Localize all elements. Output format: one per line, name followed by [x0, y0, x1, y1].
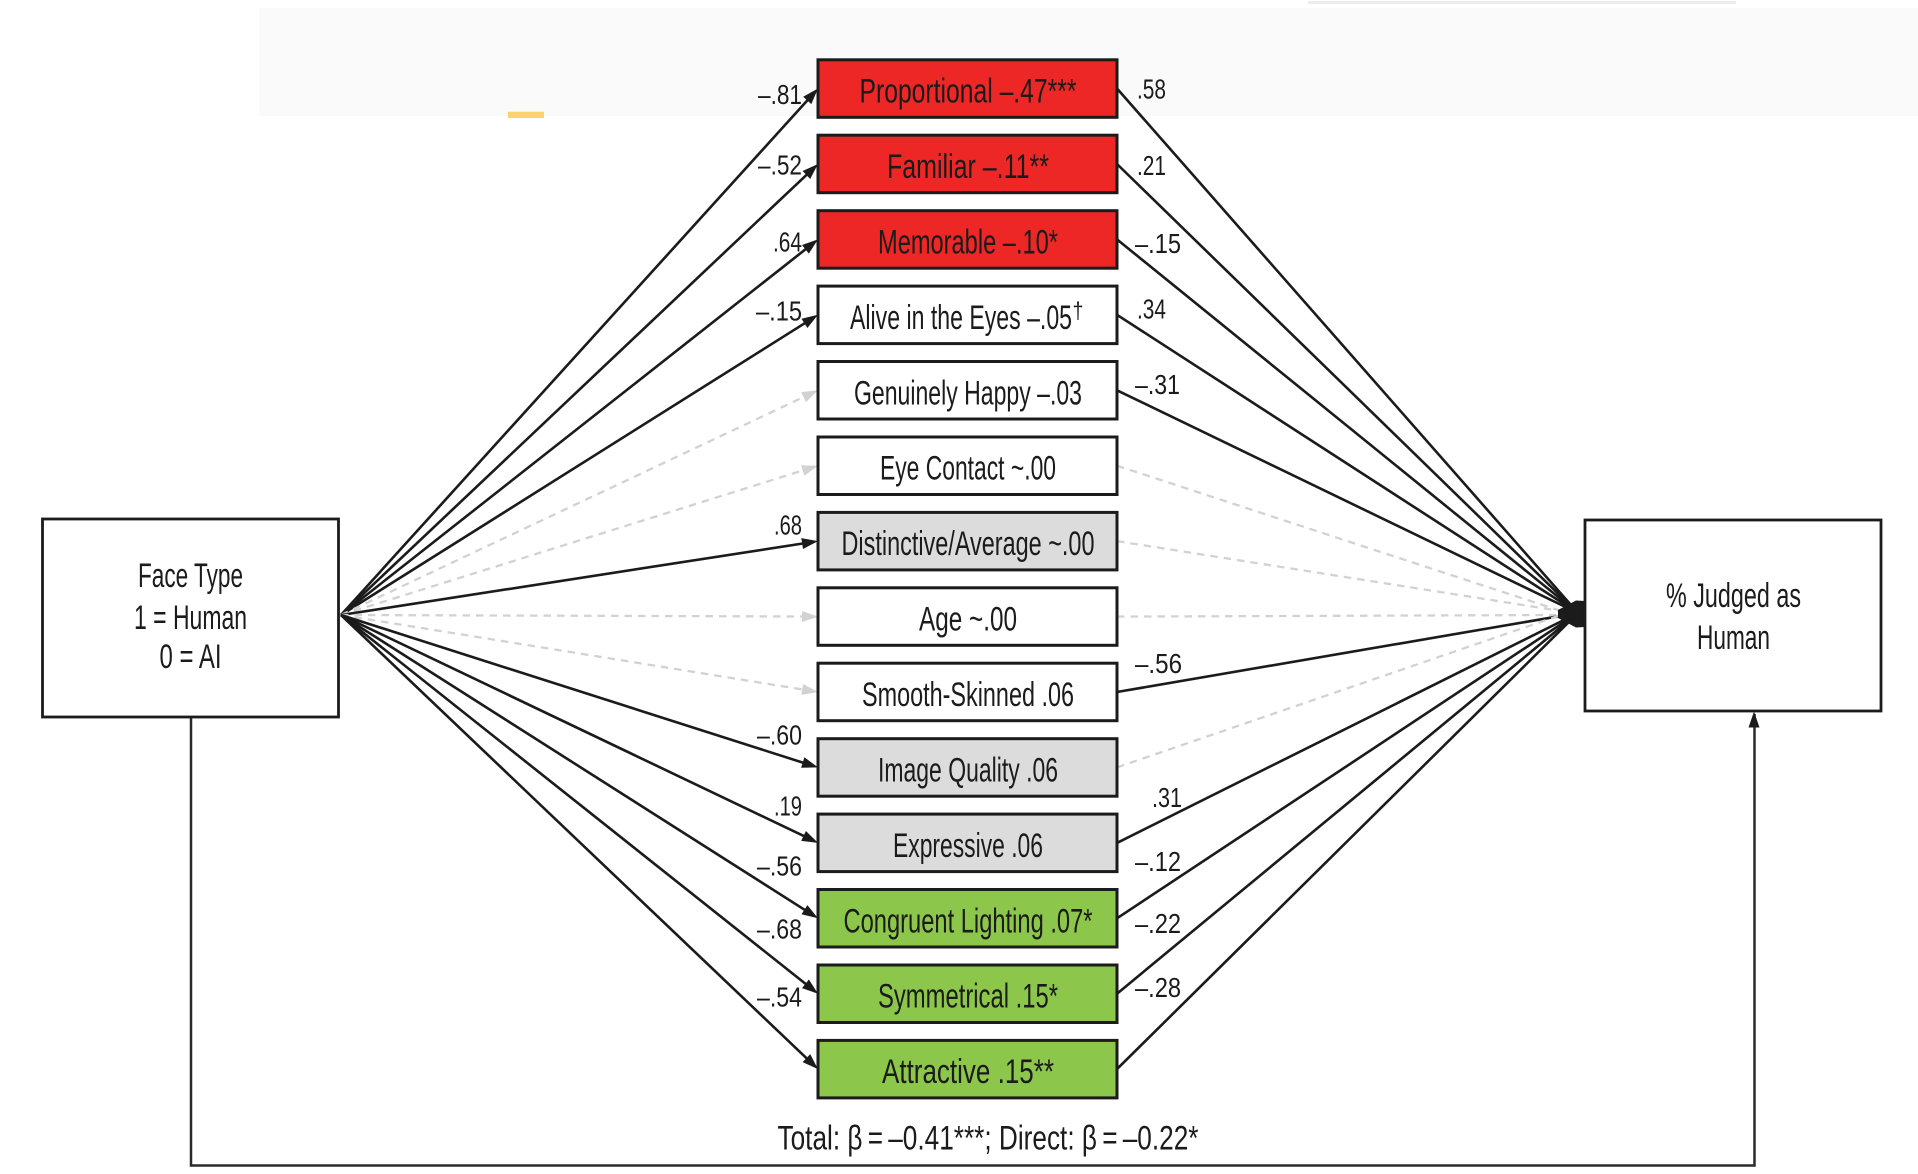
svg-text:Attractive .15**: Attractive .15** [882, 1053, 1054, 1091]
svg-text:–.60: –.60 [757, 720, 802, 751]
svg-text:0 = AI: 0 = AI [160, 638, 222, 676]
svg-text:–.28: –.28 [1135, 972, 1181, 1003]
svg-text:.21: .21 [1137, 150, 1166, 181]
svg-text:.19: .19 [774, 791, 802, 822]
svg-text:.31: .31 [1152, 782, 1182, 813]
svg-text:Distinctive/Average ~.00: Distinctive/Average ~.00 [842, 525, 1095, 563]
svg-text:–.56: –.56 [1135, 648, 1182, 679]
svg-text:Symmetrical .15*: Symmetrical .15* [878, 978, 1058, 1016]
svg-text:–.15: –.15 [756, 296, 802, 327]
svg-text:†: † [1073, 297, 1084, 323]
svg-text:Age ~.00: Age ~.00 [919, 601, 1017, 639]
svg-text:–.22: –.22 [1135, 908, 1181, 939]
svg-text:Eye Contact ~.00: Eye Contact ~.00 [880, 450, 1056, 488]
svg-text:Proportional –.47***: Proportional –.47*** [860, 73, 1077, 111]
svg-text:Memorable –.10*: Memorable –.10* [878, 223, 1058, 261]
svg-text:.64: .64 [773, 227, 802, 258]
svg-text:Total: β = –0.41***; Direct: β: Total: β = –0.41***; Direct: β = –0.22* [778, 1120, 1199, 1158]
svg-text:–.56: –.56 [757, 851, 802, 882]
svg-text:Human: Human [1697, 619, 1770, 657]
svg-text:Smooth-Skinned .06: Smooth-Skinned .06 [862, 676, 1074, 714]
svg-text:–.81: –.81 [758, 79, 802, 110]
svg-text:Genuinely Happy –.03: Genuinely Happy –.03 [854, 374, 1082, 412]
svg-text:1 = Human: 1 = Human [134, 599, 247, 637]
svg-text:Familiar –.11**: Familiar –.11** [887, 148, 1049, 186]
svg-text:.68: .68 [774, 510, 802, 541]
svg-text:–.31: –.31 [1135, 369, 1180, 400]
svg-text:Congruent Lighting .07*: Congruent Lighting .07* [844, 902, 1093, 940]
svg-text:Alive in the Eyes –.05: Alive in the Eyes –.05 [850, 299, 1072, 337]
svg-text:.58: .58 [1137, 74, 1166, 105]
svg-text:–.15: –.15 [1135, 228, 1181, 259]
svg-text:–.52: –.52 [758, 150, 802, 181]
svg-text:–.54: –.54 [757, 982, 802, 1013]
svg-text:.34: .34 [1137, 294, 1166, 325]
svg-text:–.12: –.12 [1135, 846, 1181, 877]
svg-text:% Judged as: % Judged as [1666, 577, 1801, 615]
svg-text:–.68: –.68 [757, 914, 802, 945]
svg-text:Expressive .06: Expressive .06 [893, 827, 1043, 865]
svg-text:Face Type: Face Type [138, 557, 243, 595]
svg-text:Image Quality .06: Image Quality .06 [878, 751, 1058, 789]
